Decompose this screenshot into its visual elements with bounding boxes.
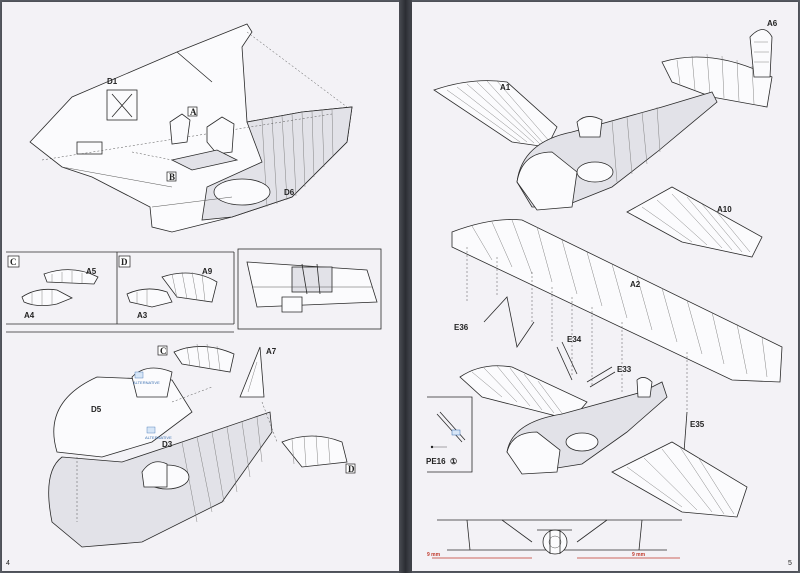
cockpit-detail-inset [246,261,378,313]
strut-e33 [586,366,616,388]
tail-parts-bottom [173,343,348,468]
label-a9: A9 [202,267,213,276]
panel-d: D A9 A3 [118,255,218,320]
page-number-right: 5 [788,560,792,567]
right-page-drawing: PE16 ① 9 mm 9 mm A1 A6 A10 A2 [426,19,792,567]
strut-e36 [483,296,535,349]
label-a3: A3 [137,311,148,320]
svg-text:ALTERNATIVE: ALTERNATIVE [133,380,160,385]
strut-e35 [683,411,688,453]
left-page-drawing: D1 D6 A B C [6,23,382,567]
fuselage-assembly-bottom [48,367,273,548]
label-a5: A5 [86,267,97,276]
front-view: 9 mm 9 mm [427,519,682,559]
marker-b: B [166,171,177,182]
drop-lines [466,247,688,412]
d1-frame [106,89,138,121]
label-a7: A7 [266,347,277,356]
svg-text:D: D [121,257,128,267]
svg-text:C: C [10,257,17,267]
tail-a6 [661,29,773,108]
svg-text:D: D [348,464,355,474]
label-a6: A6 [767,19,778,28]
fuselage-half-d6 [29,23,353,233]
lower-wing-a10 [626,186,763,258]
label-a4: A4 [24,311,35,320]
label-e36: E36 [454,323,469,332]
dimension-right: 9 mm [632,552,646,558]
marker-c-bottom: C [157,345,168,356]
strut-e34 [556,341,578,381]
svg-text:ALTERNATIVE: ALTERNATIVE [145,435,172,440]
page-number-left: 4 [6,560,10,567]
svg-text:C: C [160,346,167,356]
label-d1: D1 [107,77,118,86]
svg-text:A: A [190,107,197,117]
label-a1: A1 [500,83,511,92]
dimension-left: 9 mm [427,552,441,558]
label-e34: E34 [567,335,582,344]
pe16-detail: PE16 ① [426,396,473,473]
label-d5: D5 [91,405,102,414]
label-a2: A2 [630,280,641,289]
label-pe16: PE16 [426,457,446,466]
label-d6: D6 [284,188,295,197]
marker-d-bottom: D [345,463,356,474]
binding-gutter [399,0,412,573]
alt-note-1: ALTERNATIVE [133,371,160,385]
label-d3: D3 [162,440,173,449]
long-wing-a2 [451,219,783,383]
label-e35: E35 [690,420,705,429]
upper-wing-a1 [433,80,558,148]
page-left: D1 D6 A B C [2,2,399,571]
alt-note-2: ALTERNATIVE [145,426,172,440]
svg-text:B: B [169,172,175,182]
fuselage-upper [516,91,718,211]
label-e33: E33 [617,365,632,374]
marker-a: A [187,106,198,117]
panel-c: C A5 A4 [7,255,99,320]
lower-wing-assembly [459,365,748,518]
seat-assembly [131,113,239,171]
label-a10: A10 [717,205,732,214]
page-right: PE16 ① 9 mm 9 mm A1 A6 A10 A2 [412,2,798,571]
pe16-marker: ① [450,457,457,466]
